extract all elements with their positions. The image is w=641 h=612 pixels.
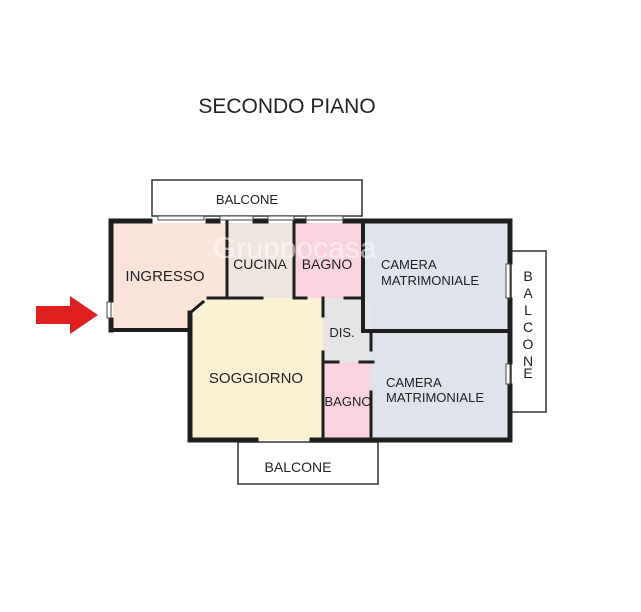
floor-title: SECONDO PIANO: [198, 95, 375, 118]
balcone-right-letter: L: [524, 302, 532, 318]
label-camera-bottom-2: MATRIMONIALE: [386, 390, 484, 405]
room-bagno-top: [294, 223, 363, 298]
room-bagno-bottom: [323, 362, 373, 440]
room-cucina: [227, 223, 294, 298]
balcony-bottom: [237, 441, 379, 485]
balcone-right-letter: A: [523, 285, 533, 301]
balcone-right-letter: O: [523, 336, 534, 352]
label-ingresso: INGRESSO: [125, 268, 204, 285]
windows-top: [106, 215, 511, 385]
label-soggiorno: SOGGIORNO: [209, 370, 303, 387]
label-balcone-right: B A L C O N E: [523, 268, 534, 381]
label-camera-bottom-1: CAMERA: [386, 375, 442, 390]
balcone-right-letter: C: [523, 319, 533, 335]
balcony-right: [510, 250, 547, 413]
walls: [108, 218, 513, 443]
label-dis: DIS.: [329, 325, 354, 340]
balcone-right-letter: E: [523, 365, 532, 381]
label-bagno-bottom: BAGNO: [325, 394, 372, 409]
room-camera-bottom: [371, 331, 508, 440]
label-camera-top-1: CAMERA: [381, 257, 437, 272]
arrow-right-icon: [36, 296, 98, 334]
room-camera-top: [363, 223, 508, 331]
label-balcone-top: BALCONE: [216, 192, 278, 207]
label-camera-top-2: MATRIMONIALE: [381, 273, 479, 288]
label-bagno-top: BAGNO: [302, 256, 353, 272]
balcony-top: [151, 179, 363, 217]
room-soggiorno: [192, 298, 323, 440]
room-ingresso: [113, 223, 227, 328]
watermark-text: Gruppocasa: [213, 232, 377, 265]
label-balcone-bottom: BALCONE: [265, 459, 332, 475]
label-cucina: CUCINA: [233, 256, 287, 272]
balcone-right-letter: N: [523, 353, 533, 369]
balcone-right-letter: B: [523, 268, 532, 284]
